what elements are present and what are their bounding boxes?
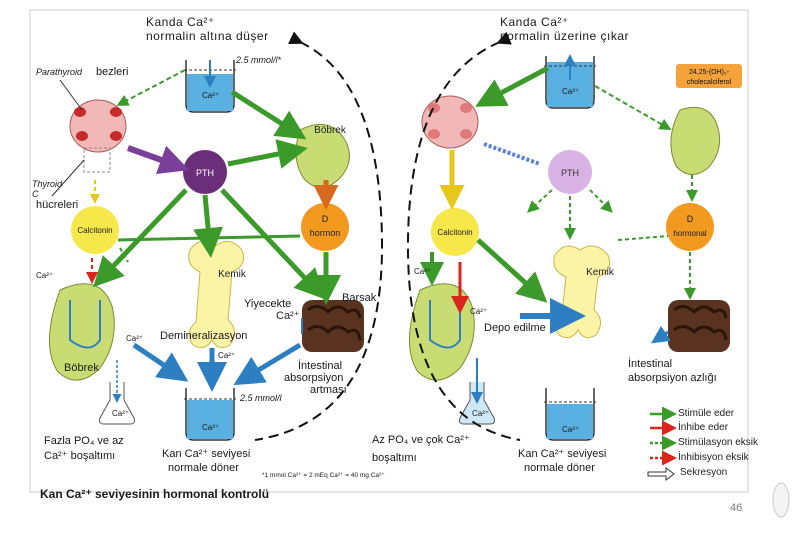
legend-no-inhibition: İnhibisyon eksik — [678, 452, 749, 463]
intestinal-label-3: artması — [310, 384, 347, 396]
blood-beaker-bottom-left — [184, 388, 236, 441]
arrows-left — [86, 69, 341, 392]
calcitonin-circle-right: Calcitonin — [431, 208, 479, 256]
intestine-label: Barsak — [342, 292, 377, 304]
vitamin-d-box: 24,25-(OH)₂- cholecalciferol — [676, 64, 742, 88]
right-beaker-ca-bottom: Ca²⁺ — [562, 425, 580, 434]
blood-beaker-top-left — [184, 60, 236, 113]
kidney-top-left: Böbrek — [295, 123, 350, 188]
intestine-right — [668, 300, 730, 352]
left-title-line2: normalin altına düşer — [146, 29, 269, 43]
d-hormone-label-2: hormon — [310, 228, 341, 238]
page-number: 46 — [730, 502, 743, 514]
pth-circle-left: PTH — [183, 150, 227, 194]
left-level-top: 2.5 mmol/l* — [236, 55, 282, 65]
right-excretion-2: boşaltımı — [372, 452, 417, 464]
d-hormone-circle-left: D hormon — [301, 203, 349, 251]
urine-flask-left — [99, 360, 135, 425]
left-beaker-ca-bottom: Ca²⁺ — [202, 423, 220, 432]
storage-label: Depo edilme — [484, 322, 546, 334]
left-level-bottom: 2.5 mmol/l — [240, 393, 282, 403]
legend-no-stimulation: Stimülasyon eksik — [678, 437, 759, 448]
left-ca-bone-in: Ca²⁺ — [126, 334, 144, 343]
bone-label-left: Kemik — [218, 269, 247, 280]
left-ca-bone-out: Ca²⁺ — [218, 351, 236, 360]
left-result-2: normale döner — [168, 462, 239, 474]
bone-label-right: Kemik — [586, 267, 615, 278]
pth-label-left: PTH — [196, 168, 214, 178]
bone-right: Kemik — [553, 245, 615, 339]
pth-circle-right: PTH — [548, 150, 592, 194]
legend-arrow-secretion — [647, 467, 675, 481]
page-ornament — [772, 482, 790, 518]
demineral-label: Demineralizasyon — [160, 330, 248, 342]
vitd-label-1: 24,25-(OH)₂- — [689, 69, 730, 76]
right-flask-ca: Ca²⁺ — [472, 409, 490, 418]
right-title-line1: Kanda Ca²⁺ — [500, 15, 569, 29]
glands-label: bezleri — [96, 66, 129, 78]
right-result-2: normale döner — [524, 462, 595, 474]
parathyroid-label: Parathyroid — [36, 67, 83, 77]
feedback-arrow-left — [254, 31, 384, 441]
diagram-border — [29, 9, 749, 493]
legend-arrows — [647, 406, 677, 481]
kidney-bottom-right — [409, 283, 475, 381]
thyroid-gland-right — [421, 95, 479, 149]
calcitonin-circle-left: Calcitonin — [71, 206, 119, 254]
right-result-1: Kan Ca²⁺ seviyesi — [518, 448, 607, 460]
intestine-left — [302, 300, 364, 352]
d-hormone-label-1: D — [322, 214, 329, 224]
blood-beaker-bottom-right — [544, 388, 596, 441]
right-excretion-1: Az PO₄ ve çok Ca²⁺ — [372, 434, 470, 446]
thyroid-label: Thyroid — [32, 179, 63, 189]
right-intestinal-2: absorpsiyon azlığı — [628, 372, 717, 384]
feedback-arrow-right — [406, 31, 521, 441]
legend-inhibit: İnhibe eder — [678, 422, 729, 433]
figure-caption: Kan Ca²⁺ seviyesinin hormonal kontrolü — [40, 487, 270, 501]
right-intestinal-1: İntestinal — [628, 358, 673, 370]
vitd-label-2: cholecalciferol — [687, 79, 732, 86]
kidney-bottom-label-left: Böbrek — [64, 362, 99, 374]
conversion-footnote: *1 mmol Ca²⁺ = 2 mEq Ca²⁺ = 40 mg Ca²⁺ — [262, 472, 385, 479]
right-beaker-ca-top: Ca²⁺ — [562, 87, 580, 96]
arrows-right — [420, 65, 698, 344]
c-label: C — [32, 189, 39, 199]
left-excretion-1: Fazla PO₄ ve az — [44, 435, 124, 447]
intestinal-label-2: absorpsiyon — [284, 372, 344, 384]
food-label-1: Yiyecekte — [244, 298, 292, 310]
food-label-2: Ca²⁺ — [276, 310, 300, 322]
cells-label: hücreleri — [36, 199, 79, 211]
calcitonin-label-left: Calcitonin — [77, 226, 112, 235]
right-ca-kidney: Ca²⁺ — [414, 267, 432, 276]
left-beaker-ca-top: Ca²⁺ — [202, 91, 220, 100]
legend-stimulate: Stimüle eder — [678, 408, 735, 419]
calcitonin-label-right: Calcitonin — [437, 228, 472, 237]
intestinal-label-1: İntestinal — [298, 360, 343, 372]
bone-left: Kemik — [188, 240, 247, 349]
left-excretion-2: Ca²⁺ boşaltımı — [44, 450, 116, 462]
left-flask-ca: Ca²⁺ — [112, 409, 130, 418]
d-hormone-right-2: hormonal — [673, 229, 707, 238]
left-result-1: Kan Ca²⁺ seviyesi — [162, 448, 251, 460]
d-hormone-circle-right: D hormonal — [666, 203, 714, 251]
pth-label-right: PTH — [561, 168, 579, 178]
kidney-label-top-left: Böbrek — [314, 125, 347, 136]
d-hormone-right-1: D — [687, 214, 694, 224]
thyroid-gland-left — [51, 79, 127, 197]
right-ca-bone: Ca²⁺ — [470, 307, 488, 316]
right-title-line2: normalin üzerine çıkar — [500, 29, 630, 43]
legend-secretion: Sekresyon — [680, 467, 728, 478]
kidney-top-right — [670, 106, 721, 175]
left-ca-kidney: Ca²⁺ — [36, 271, 54, 280]
blood-beaker-top-right — [544, 54, 596, 109]
kidney-bottom-left — [49, 283, 115, 381]
left-title-line1: Kanda Ca²⁺ — [146, 15, 215, 29]
